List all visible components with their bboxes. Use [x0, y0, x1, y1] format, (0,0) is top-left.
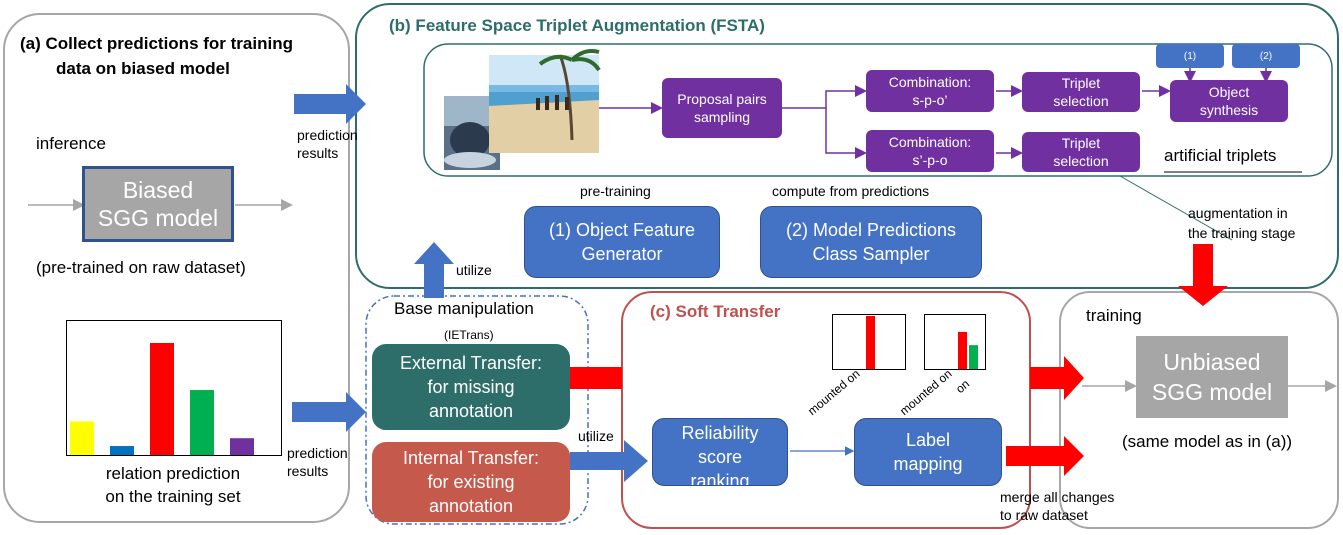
arrow-prediction-bottom: [292, 392, 366, 432]
relation-bar-3: [150, 343, 174, 455]
prediction-results-top: prediction results: [297, 127, 358, 161]
unbiased-sgg-model: Unbiased SGG model: [1136, 336, 1288, 418]
relation-prediction-chart: [66, 320, 282, 456]
ietrans-label: (IETrans): [444, 328, 494, 342]
utilize-right-label: utilize: [578, 428, 614, 444]
arrow-utilize-up: [414, 242, 454, 298]
compute-from-predictions-label: compute from predictions: [772, 183, 930, 199]
arrow-augmentation-red: [1178, 244, 1228, 306]
pre-training-label: pre-training: [580, 183, 651, 199]
augmentation-label: augmentation in the training stage: [1188, 205, 1296, 241]
relation-bar-1: [70, 421, 94, 455]
arrow-to-training-red: [1030, 356, 1084, 400]
inference-label: inference: [36, 134, 106, 153]
soft-label-chart-before: [832, 314, 906, 370]
panel-b-title: (b) Feature Space Triplet Augmentation (…: [389, 16, 765, 35]
utilize-up-label: utilize: [456, 262, 492, 278]
same-model-note: (same model as in (a)): [1122, 432, 1293, 451]
base-manipulation-border: [365, 295, 589, 525]
input-tag-1: (1): [1156, 44, 1224, 68]
sample-image-front: [489, 49, 601, 153]
object-synthesis: Object synthesis: [1170, 80, 1288, 122]
soft-label-chart-after: [924, 314, 986, 370]
label-mapping: Label mapping: [854, 418, 1002, 486]
panel-b-border: [355, 3, 1339, 289]
arrow-external-red: [570, 367, 622, 389]
triplet-selection-1: Triplet selection: [1022, 72, 1140, 112]
soft-bar-mounted-on-after: [958, 331, 967, 369]
pretrained-note: (pre-trained on raw dataset): [36, 258, 246, 277]
arrow-prediction-top: [294, 84, 366, 124]
relation-bar-2: [110, 446, 134, 455]
internal-transfer: Internal Transfer: for existing annotati…: [372, 442, 570, 522]
panel-b-inner-border: [423, 43, 1333, 177]
soft-bar-on-after: [969, 345, 978, 369]
object-feature-generator: (1) Object Feature Generator: [524, 206, 720, 278]
artificial-triplets-label: artificial triplets: [1164, 146, 1277, 165]
panel-a-title-line1: (a) Collect predictions for training: [20, 34, 293, 53]
training-title: training: [1086, 306, 1142, 325]
combination-s-prime-po: Combination: s’-p-o: [866, 130, 994, 172]
merge-label: merge all changes to raw dataset: [1000, 489, 1115, 523]
input-tag-2: (2): [1232, 44, 1300, 68]
model-predictions-class-sampler: (2) Model Predictions Class Sampler: [760, 206, 982, 278]
relation-prediction-label: relation prediction on the training set: [105, 464, 241, 506]
prediction-results-bottom: prediction results: [287, 445, 348, 479]
arrow-merge-red: [1006, 436, 1084, 476]
soft-bar-mounted-on-before: [866, 316, 875, 369]
biased-sgg-model: Biased SGG model: [82, 166, 234, 242]
external-transfer: External Transfer: for missing annotatio…: [372, 344, 570, 430]
relation-bar-5: [230, 438, 254, 455]
proposal-pairs-sampling: Proposal pairs sampling: [662, 78, 782, 138]
triplet-selection-2: Triplet selection: [1022, 132, 1140, 172]
reliability-score-ranking: Reliability score ranking: [652, 418, 788, 486]
relation-bar-4: [190, 390, 214, 455]
panel-c-title: (c) Soft Transfer: [650, 302, 781, 321]
panel-c-border: [621, 291, 1031, 529]
panel-a-title-line2: data on biased model: [56, 59, 230, 78]
combination-spo-prime: Combination: s-p-o’: [866, 70, 994, 112]
panel-a-border: [3, 13, 350, 523]
arrow-utilize-right: [570, 440, 648, 482]
base-manipulation-title: Base manipulation: [394, 299, 534, 318]
